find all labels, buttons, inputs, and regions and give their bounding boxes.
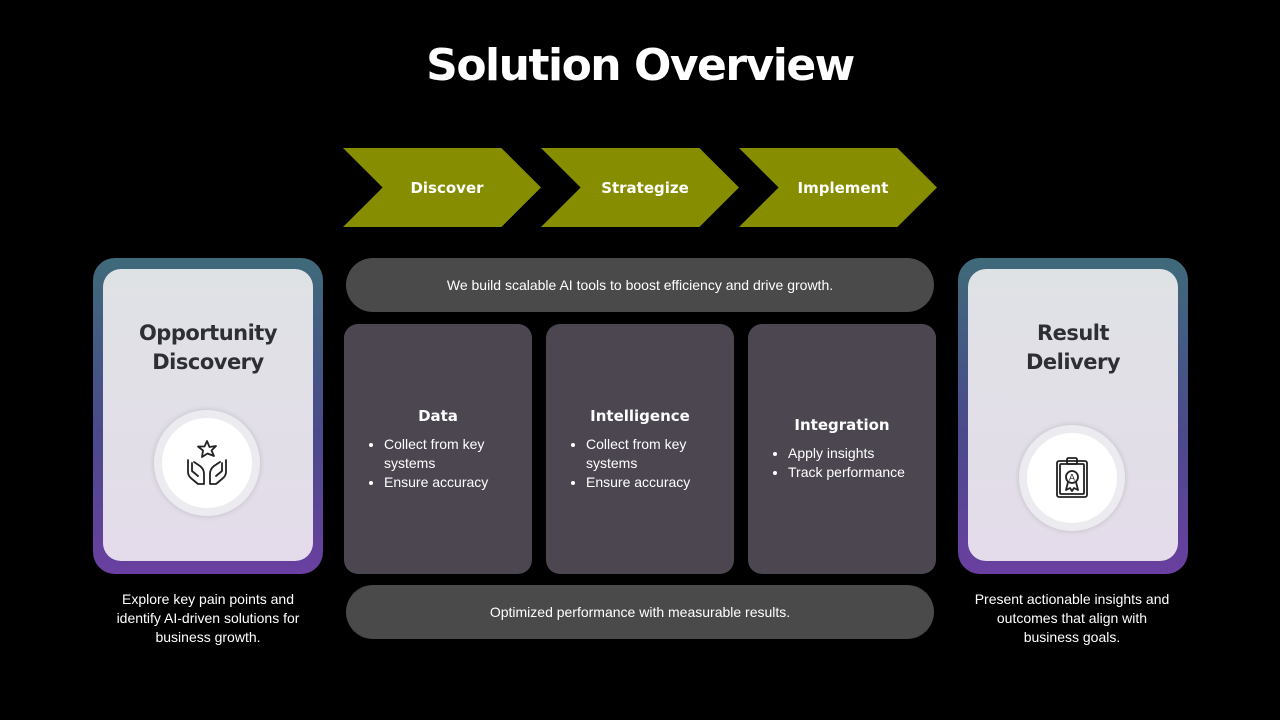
card-intelligence: Intelligence Collect from key systems En… — [546, 324, 734, 574]
card-list: Apply insights Track performance — [770, 444, 926, 482]
card-title: Intelligence — [590, 406, 690, 425]
caption-line: Explore key pain points and — [122, 591, 294, 607]
step-implement: Implement — [739, 148, 937, 227]
title-line: Result — [1036, 321, 1110, 345]
caption-line: Present actionable insights and — [974, 591, 1170, 607]
opportunity-discovery-inner: Opportunity Discovery — [103, 269, 313, 561]
icon-circle — [154, 410, 260, 516]
card-title: Integration — [794, 416, 890, 434]
icon-circle-inner — [162, 418, 252, 508]
caption-line: business growth. — [155, 629, 261, 645]
card-item: Ensure accuracy — [384, 473, 522, 492]
card-item: Apply insights — [788, 444, 926, 463]
step-discover: Discover — [343, 148, 541, 227]
card-item: Collect from key systems — [586, 435, 724, 473]
title-line: Discovery — [152, 350, 264, 374]
clipboard-award-icon: A — [1056, 457, 1088, 498]
icon-circle: A — [1019, 425, 1125, 531]
value-statement-pill: We build scalable AI tools to boost effi… — [346, 258, 934, 312]
result-delivery-title: Result Delivery — [968, 319, 1178, 377]
card-item: Ensure accuracy — [586, 473, 724, 492]
icon-circle-inner: A — [1027, 433, 1117, 523]
caption-line: business goals. — [1023, 629, 1121, 645]
result-delivery-panel: Result Delivery A — [958, 258, 1188, 574]
opportunity-discovery-title: Opportunity Discovery — [103, 319, 313, 377]
caption-line: outcomes that align with — [996, 610, 1148, 626]
card-list: Collect from key systems Ensure accuracy — [568, 435, 724, 492]
caption-line: identify AI-driven solutions for — [116, 610, 300, 626]
card-data: Data Collect from key systems Ensure acc… — [344, 324, 532, 574]
svg-text:A: A — [1069, 474, 1076, 484]
opportunity-discovery-panel: Opportunity Discovery — [93, 258, 323, 574]
results-statement-pill: Optimized performance with measurable re… — [346, 585, 934, 639]
card-title: Data — [418, 406, 458, 425]
card-integration: Integration Apply insights Track perform… — [748, 324, 936, 574]
result-delivery-inner: Result Delivery A — [968, 269, 1178, 561]
slide-title: Solution Overview — [426, 40, 855, 91]
card-item: Collect from key systems — [384, 435, 522, 473]
result-caption: Present actionable insights and outcomes… — [952, 590, 1192, 647]
card-list: Collect from key systems Ensure accuracy — [366, 435, 522, 492]
title-line: Opportunity — [138, 321, 278, 345]
opportunity-caption: Explore key pain points and identify AI-… — [88, 590, 328, 647]
title-line: Delivery — [1025, 350, 1121, 374]
card-item: Track performance — [788, 463, 926, 482]
hands-star-icon — [187, 440, 227, 485]
step-strategize: Strategize — [541, 148, 739, 227]
